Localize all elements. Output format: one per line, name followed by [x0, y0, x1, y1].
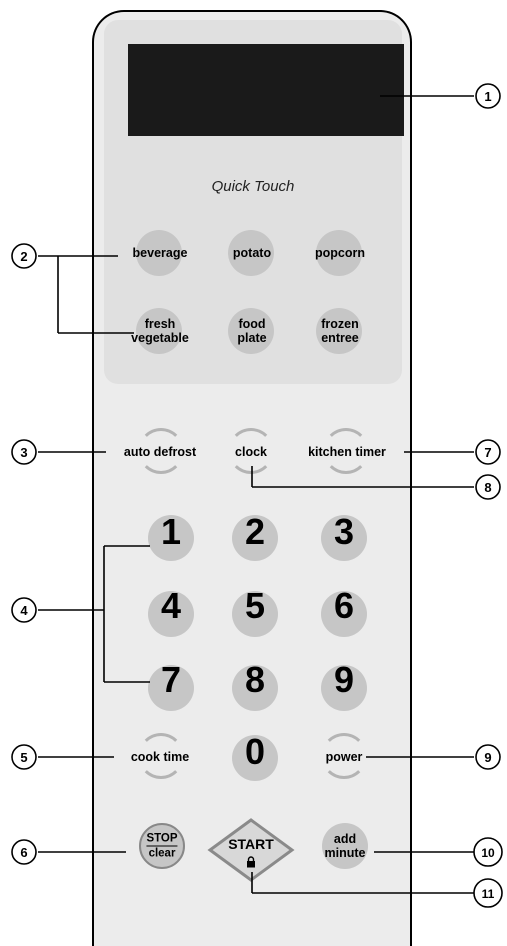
callout-10: 10 [473, 837, 503, 867]
key-1-pad[interactable] [148, 515, 194, 561]
clock-label: clock [235, 445, 267, 459]
potato-pad[interactable] [228, 230, 274, 276]
frozen-entree-label: frozen entree [321, 317, 359, 345]
key-5: 5 [244, 585, 266, 626]
callout-2: 2 [11, 243, 37, 269]
frozen-label-line2: entree [321, 331, 359, 345]
key-8-pad[interactable] [232, 665, 278, 711]
start-button[interactable] [206, 818, 296, 882]
beverage-label: beverage [132, 246, 188, 260]
key-3: 3 [333, 511, 355, 552]
svg-text:5: 5 [20, 750, 27, 765]
callout-5: 5 [11, 744, 37, 770]
cook-time-ring[interactable] [138, 733, 184, 779]
auto-defrost-label: auto defrost [123, 445, 197, 459]
display-window [128, 44, 404, 136]
stop-label: STOP [146, 832, 178, 847]
callout-1: 1 [475, 83, 501, 109]
callout-6: 6 [11, 839, 37, 865]
cook-time-label: cook time [130, 750, 190, 764]
fresh-label-line2: vegetable [131, 331, 189, 345]
key-2-pad[interactable] [232, 515, 278, 561]
key-0-pad[interactable] [232, 735, 278, 781]
food-plate-label: food plate [237, 317, 266, 345]
callout-3: 3 [11, 439, 37, 465]
key-4: 4 [160, 585, 182, 626]
svg-text:2: 2 [20, 249, 27, 264]
svg-text:3: 3 [20, 445, 27, 460]
power-label: power [325, 750, 363, 764]
svg-text:8: 8 [484, 480, 491, 495]
food-label-line1: food [238, 317, 266, 331]
callout-4: 4 [11, 597, 37, 623]
svg-text:11: 11 [482, 887, 495, 901]
key-6: 6 [333, 585, 355, 626]
callout-11: 11 [473, 878, 503, 908]
beverage-pad[interactable] [136, 230, 182, 276]
svg-text:10: 10 [481, 846, 495, 860]
clear-label: clear [148, 847, 176, 860]
kitchen-timer-ring[interactable] [323, 428, 369, 474]
auto-defrost-ring[interactable] [138, 428, 184, 474]
key-3-pad[interactable] [321, 515, 367, 561]
power-ring[interactable] [321, 733, 367, 779]
food-plate-pad[interactable] [228, 308, 274, 354]
svg-text:4: 4 [20, 603, 28, 618]
popcorn-pad[interactable] [316, 230, 362, 276]
add-minute-pad[interactable] [322, 823, 368, 869]
add-minute-label: add minute [325, 832, 366, 860]
key-1: 1 [160, 511, 182, 552]
potato-label: potato [232, 246, 272, 260]
key-4-pad[interactable] [148, 591, 194, 637]
clock-ring[interactable] [228, 428, 274, 474]
fresh-label-line1: fresh [144, 317, 176, 331]
svg-text:6: 6 [20, 845, 27, 860]
svg-text:9: 9 [484, 750, 491, 765]
key-5-pad[interactable] [232, 591, 278, 637]
fresh-vegetable-label: fresh vegetable [131, 317, 189, 345]
stop-clear-label: STOP clear [146, 832, 178, 861]
key-9: 9 [333, 659, 355, 700]
key-6-pad[interactable] [321, 591, 367, 637]
key-0: 0 [244, 731, 266, 772]
frozen-label-line1: frozen [321, 317, 359, 331]
minute-label: minute [324, 846, 366, 860]
popcorn-label: popcorn [315, 246, 365, 260]
food-label-line2: plate [237, 331, 267, 345]
svg-text:1: 1 [484, 89, 491, 104]
key-7: 7 [160, 659, 182, 700]
quick-touch-label: Quick Touch [211, 178, 295, 195]
callout-8: 8 [475, 474, 501, 500]
callout-7: 7 [475, 439, 501, 465]
key-2: 2 [244, 511, 266, 552]
kitchen-timer-label: kitchen timer [308, 445, 386, 459]
add-label: add [333, 832, 357, 846]
frozen-entree-pad[interactable] [316, 308, 362, 354]
svg-text:7: 7 [484, 445, 491, 460]
callout-9: 9 [475, 744, 501, 770]
fresh-vegetable-pad[interactable] [136, 308, 182, 354]
start-label: START [228, 836, 274, 852]
lock-icon [247, 856, 255, 868]
key-8: 8 [244, 659, 266, 700]
start-diamond [207, 818, 295, 882]
key-9-pad[interactable] [321, 665, 367, 711]
key-7-pad[interactable] [148, 665, 194, 711]
